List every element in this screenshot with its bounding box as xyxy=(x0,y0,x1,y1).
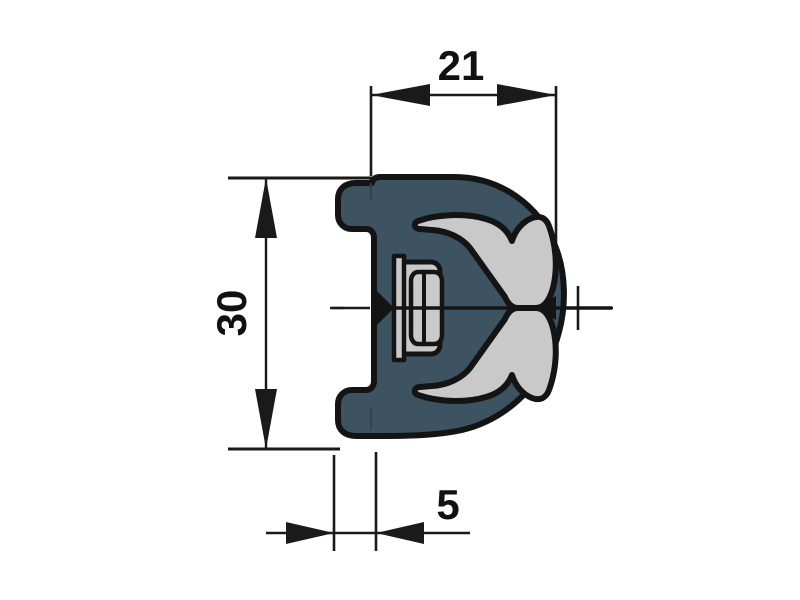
arrowhead-5-right xyxy=(376,522,424,544)
arrowhead-21-left xyxy=(371,84,430,106)
arrowhead-30-bottom xyxy=(255,389,277,449)
dimension-label-30: 30 xyxy=(208,290,255,337)
dimension-label-5: 5 xyxy=(436,481,459,528)
arrowhead-21-right xyxy=(497,84,556,106)
dimension-5-group: 5 xyxy=(266,481,470,544)
insert-group xyxy=(411,212,559,404)
dimension-label-21: 21 xyxy=(438,42,485,89)
arrowhead-30-top xyxy=(255,178,277,238)
insert-upper-lobe xyxy=(411,212,559,311)
insert-lower-lobe xyxy=(411,305,559,404)
dimension-21-group: 21 xyxy=(371,42,556,106)
arrowhead-5-left xyxy=(286,522,334,544)
dimension-30-group: 30 xyxy=(208,178,277,449)
